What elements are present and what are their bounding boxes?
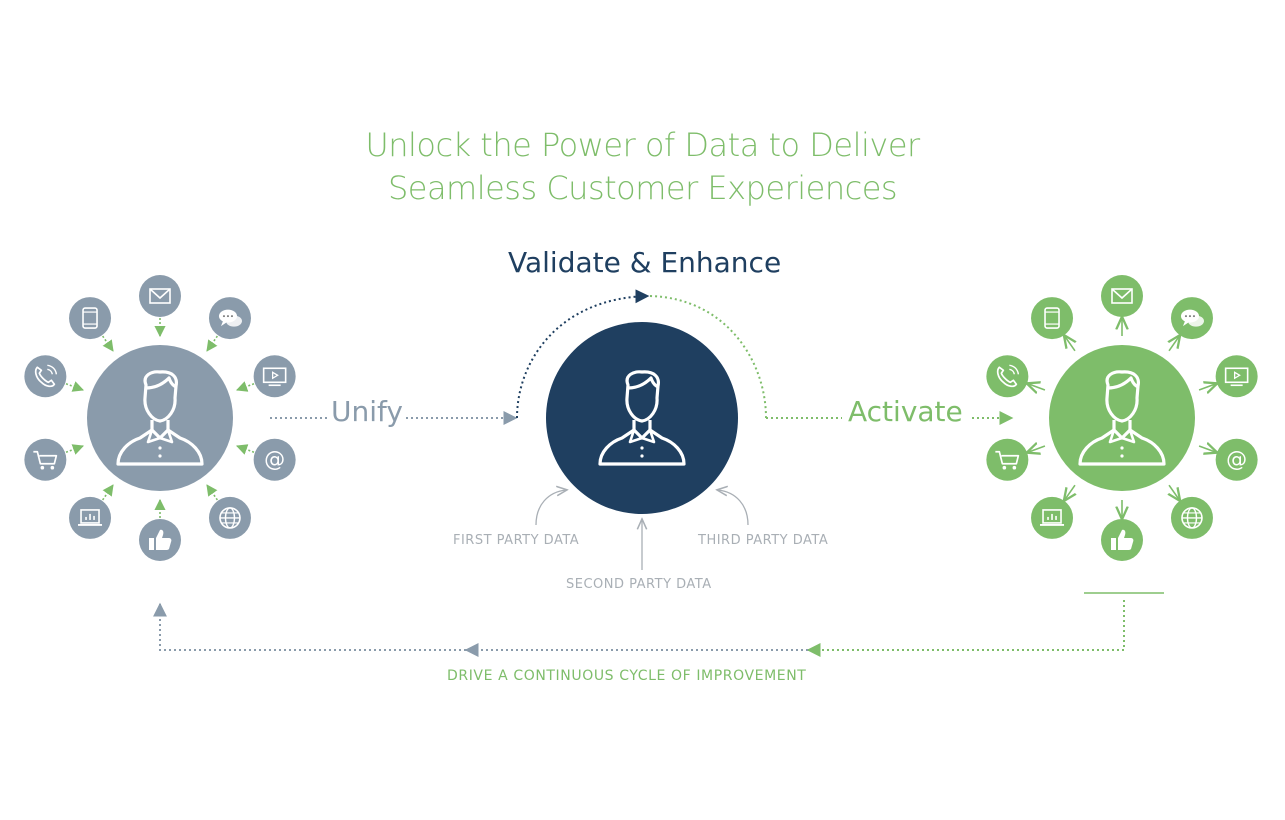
outflow-arrow-laptop <box>1065 484 1075 500</box>
outflow-arrow-cart <box>1028 446 1046 452</box>
loop-path-green <box>806 600 1125 657</box>
title-line-1: Unlock the Power of Data to Deliver <box>365 126 920 164</box>
third-party-label: THIRD PARTY DATA <box>698 533 829 548</box>
inflow-arrow-at <box>236 444 255 455</box>
activate-channels: @ <box>986 275 1258 561</box>
globe-icon <box>208 496 251 539</box>
outflow-arrow-phone <box>1028 384 1046 390</box>
outflow-arrow-chat <box>1169 336 1179 352</box>
cart-icon <box>986 438 1029 481</box>
unify-channels: @ <box>24 275 296 561</box>
unify-hub <box>87 345 233 491</box>
globe-icon <box>1170 496 1213 539</box>
outflow-arrow-globe <box>1169 484 1179 500</box>
inflow-arrow-laptop <box>101 484 114 501</box>
tv-icon <box>1215 355 1258 398</box>
laptop-icon <box>69 496 112 539</box>
inflow-arrow-tablet <box>101 335 114 352</box>
inflow-arrow-globe <box>206 484 219 501</box>
first-party-arrow <box>535 490 566 526</box>
validate-arc-right <box>649 295 767 419</box>
first-party-label: FIRST PARTY DATA <box>453 533 580 548</box>
validate-arc-left <box>516 289 650 419</box>
svg-text:@: @ <box>264 448 285 472</box>
cycle-label: DRIVE A CONTINUOUS CYCLE OF IMPROVEMENT <box>447 668 807 684</box>
inflow-arrow-tv <box>236 381 255 392</box>
unify-label: Unify <box>331 395 403 428</box>
at-icon: @ <box>1215 438 1258 481</box>
chat-icon <box>1170 297 1213 340</box>
outflow-arrow-tv <box>1198 384 1216 390</box>
chat-icon <box>208 297 251 340</box>
tv-icon <box>253 355 296 398</box>
phone-icon <box>986 355 1029 398</box>
tablet-icon <box>69 297 112 340</box>
mail-icon <box>139 275 181 317</box>
inflow-arrow-cart <box>65 444 84 455</box>
inflow-arrow-chat <box>206 335 219 352</box>
inflow-arrow-phone <box>65 381 84 392</box>
activate-hub <box>1049 345 1195 491</box>
laptop-icon <box>1031 496 1074 539</box>
activate-label: Activate <box>848 395 963 428</box>
like-icon <box>139 519 181 561</box>
validate-label: Validate & Enhance <box>508 246 782 279</box>
like-icon <box>1101 519 1143 561</box>
at-icon: @ <box>253 438 296 481</box>
third-party-arrow <box>718 490 749 526</box>
outflow-arrow-tablet <box>1065 336 1075 352</box>
validate-hub <box>546 322 738 514</box>
mail-icon <box>1101 275 1143 317</box>
svg-text:@: @ <box>1226 448 1247 472</box>
cart-icon <box>24 438 67 481</box>
title-line-2: Seamless Customer Experiences <box>387 169 898 207</box>
phone-icon <box>24 355 67 398</box>
loop-path-return <box>153 602 466 651</box>
second-party-label: SECOND PARTY DATA <box>566 577 712 592</box>
tablet-icon <box>1031 297 1074 340</box>
outflow-arrow-at <box>1198 446 1216 452</box>
